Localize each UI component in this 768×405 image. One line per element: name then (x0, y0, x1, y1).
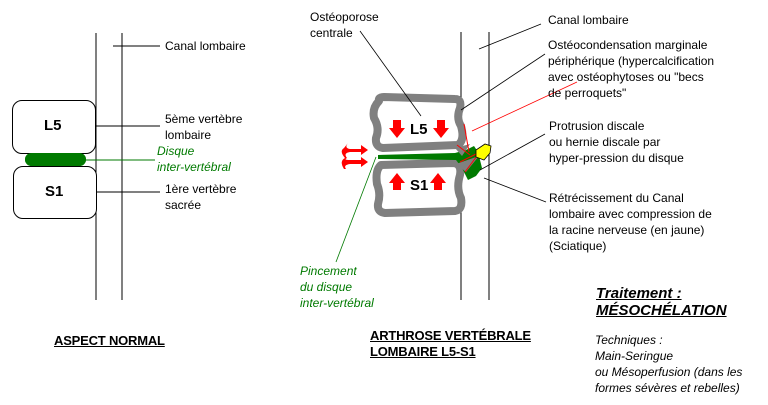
label-protrusion-2: ou hernie discale par (549, 135, 661, 149)
label-pincement-1: Pincement (300, 264, 357, 278)
pointer-retrecissement (483, 177, 547, 203)
pointer-osteoporose (359, 30, 422, 117)
pointer-osteo-red (471, 81, 578, 132)
label-osteoporose-2: centrale (310, 26, 353, 40)
label-l5-arthrose: L5 (410, 121, 428, 138)
compression-arrow-icon (341, 143, 368, 169)
vertebra-l5-normal (12, 100, 96, 154)
label-retrec-2: lombaire avec compression de (549, 207, 712, 221)
arrow-down-right (433, 120, 449, 138)
label-osteo-4: de perroquets" (548, 86, 627, 100)
arrow-down-left (389, 120, 405, 138)
osteophyte-bottom (456, 156, 479, 172)
treatment-body-4: formes sévères et rebelles) (595, 381, 740, 395)
treatment-body-1: Techniques : (595, 333, 663, 347)
label-osteo-2: périphérique (hypercalcification (548, 54, 715, 68)
nerve-root (475, 143, 492, 161)
label-retrec-4: (Sciatique) (549, 239, 607, 253)
label-retrec-3: la racine nerveuse (en jaune) (549, 223, 705, 237)
label-s1-desc-2: sacrée (165, 198, 202, 212)
label-disc-1: Disque (157, 144, 195, 158)
title-arthrose-2: LOMBAIRE L5-S1 (370, 344, 476, 359)
label-l5-normal: L5 (44, 117, 62, 134)
arrow-up-left (389, 173, 405, 190)
pointer-canal-arthrose (478, 23, 542, 50)
treatment-body-2: Main-Seringue (595, 349, 674, 363)
treatment-title-2: MÉSOCHÉLATION (596, 302, 727, 319)
label-protrusion-3: hyper-pression du disque (549, 151, 684, 165)
pointer-pincement (335, 156, 377, 263)
label-l5-desc-1: 5ème vertèbre (165, 112, 243, 126)
treatment-title-1: Traitement : (596, 285, 682, 302)
label-osteoporose-1: Ostéoporose (310, 10, 379, 24)
osteophyte-top (455, 144, 470, 156)
label-disc-2: inter-vertébral (157, 160, 231, 174)
label-osteo-3: avec ostéophytoses ou "becs (548, 70, 704, 84)
label-osteo-1: Ostéocondensation marginale (548, 38, 708, 52)
vertebra-s1-normal (13, 166, 97, 219)
arrow-up-right (430, 173, 446, 190)
pointer-osteocondensation (460, 53, 546, 111)
disc-normal-shape (25, 153, 86, 166)
label-protrusion-1: Protrusion discale (549, 119, 645, 133)
label-retrec-1: Rétrécissement du Canal (549, 191, 684, 205)
pointer-protrusion (479, 133, 546, 171)
title-arthrose-1: ARTHROSE VERTÉBRALE (370, 328, 531, 343)
label-canal-arthrose: Canal lombaire (548, 13, 629, 27)
label-canal-normal: Canal lombaire (165, 39, 246, 53)
label-s1-desc-1: 1ère vertèbre (165, 182, 237, 196)
beak-line-2 (456, 144, 471, 156)
label-s1-normal: S1 (45, 183, 64, 200)
label-pincement-2: du disque (300, 280, 353, 294)
title-normal: ASPECT NORMAL (54, 333, 165, 348)
beak-line-1 (463, 123, 470, 153)
label-s1-arthrose: S1 (410, 177, 429, 194)
disc-pinched (378, 146, 482, 180)
label-pincement-3: inter-vertébral (300, 296, 374, 310)
treatment-body-3: ou Mésoperfusion (dans les (595, 365, 743, 379)
label-l5-desc-2: lombaire (165, 128, 212, 142)
